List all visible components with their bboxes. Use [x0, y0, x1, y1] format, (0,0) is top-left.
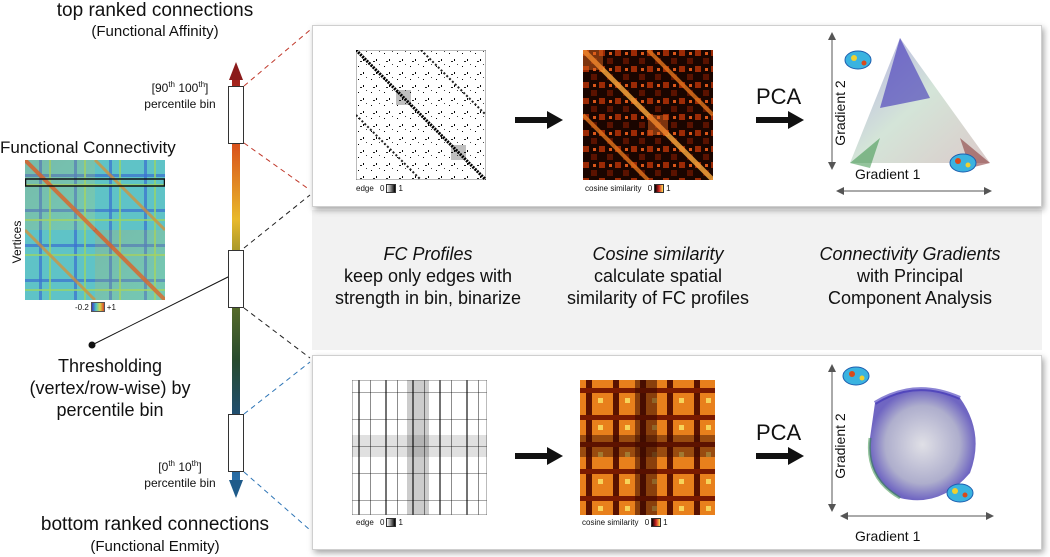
- top-bin-label: [90th 100th] percentile bin: [144, 80, 216, 111]
- description-band: [312, 210, 1042, 350]
- step-fc-profiles: FC Profiles keep only edges with strengt…: [334, 244, 522, 308]
- bottom-bin-box: [228, 414, 244, 472]
- cosine-swatch: [654, 184, 665, 193]
- step-connectivity-gradients: Connectivity Gradients with Principal Co…: [819, 244, 1001, 308]
- edge-swatch: [386, 518, 397, 527]
- brain-icon: [844, 50, 872, 70]
- brain-icon: [842, 366, 870, 386]
- bottom-cosine-legend: cosine similarity 0 1: [582, 518, 668, 527]
- top-ranked-title: top ranked connections: [56, 0, 254, 21]
- top-cosine-legend: cosine similarity 0 1: [585, 184, 671, 193]
- cosine-swatch: [651, 518, 662, 527]
- top-edge-matrix: [356, 50, 486, 180]
- spectrum-arrow-up: [229, 62, 243, 80]
- bottom-edge-matrix: [352, 380, 487, 515]
- bottom-edge-legend: edge 0 1: [356, 518, 403, 527]
- fc-colorbar: -0.2 +1: [75, 302, 116, 312]
- bottom-gradient2-label: Gradient 2: [832, 413, 848, 479]
- fc-colorbar-swatch: [90, 302, 105, 312]
- bottom-gradient-scatter: [828, 364, 994, 520]
- fc-title: Functional Connectivity: [0, 138, 176, 157]
- thresholding-label: Thresholding (vertex/row-wise) by percen…: [29, 356, 191, 420]
- top-cosine-matrix: [583, 50, 713, 180]
- step-cosine-similarity: Cosine similarity calculate spatial simi…: [566, 244, 750, 308]
- bottom-bin-label: [0th 10th] percentile bin: [144, 459, 216, 490]
- top-edge-legend: edge 0 1: [356, 184, 403, 193]
- brain-icon: [949, 153, 977, 173]
- thresholding-dot: [88, 341, 96, 349]
- top-bin-box: [228, 86, 244, 144]
- bottom-cosine-matrix: [580, 380, 715, 515]
- top-gradient1-label: Gradient 1: [855, 166, 921, 182]
- top-gradient-scatter: [828, 32, 992, 195]
- top-pca-label: PCA: [756, 84, 802, 109]
- spectrum-arrow-down: [229, 480, 243, 498]
- middle-bin-box: [228, 250, 244, 308]
- edge-swatch: [386, 184, 397, 193]
- bottom-ranked-subtitle: (Functional Enmity): [90, 538, 220, 555]
- left-connectors: [88, 29, 311, 531]
- top-arrow-1: [515, 111, 563, 129]
- bottom-arrow-1: [515, 447, 563, 465]
- bottom-pca-label: PCA: [756, 420, 802, 445]
- brain-icon: [946, 483, 974, 503]
- top-gradient2-label: Gradient 2: [832, 80, 848, 146]
- top-pca-arrow: [756, 111, 804, 129]
- bottom-gradient1-label: Gradient 1: [855, 528, 921, 544]
- bottom-ranked-title: bottom ranked connections: [40, 514, 270, 535]
- fc-matrix: [25, 160, 165, 300]
- bottom-pca-arrow: [756, 447, 804, 465]
- top-ranked-subtitle: (Functional Affinity): [91, 23, 219, 40]
